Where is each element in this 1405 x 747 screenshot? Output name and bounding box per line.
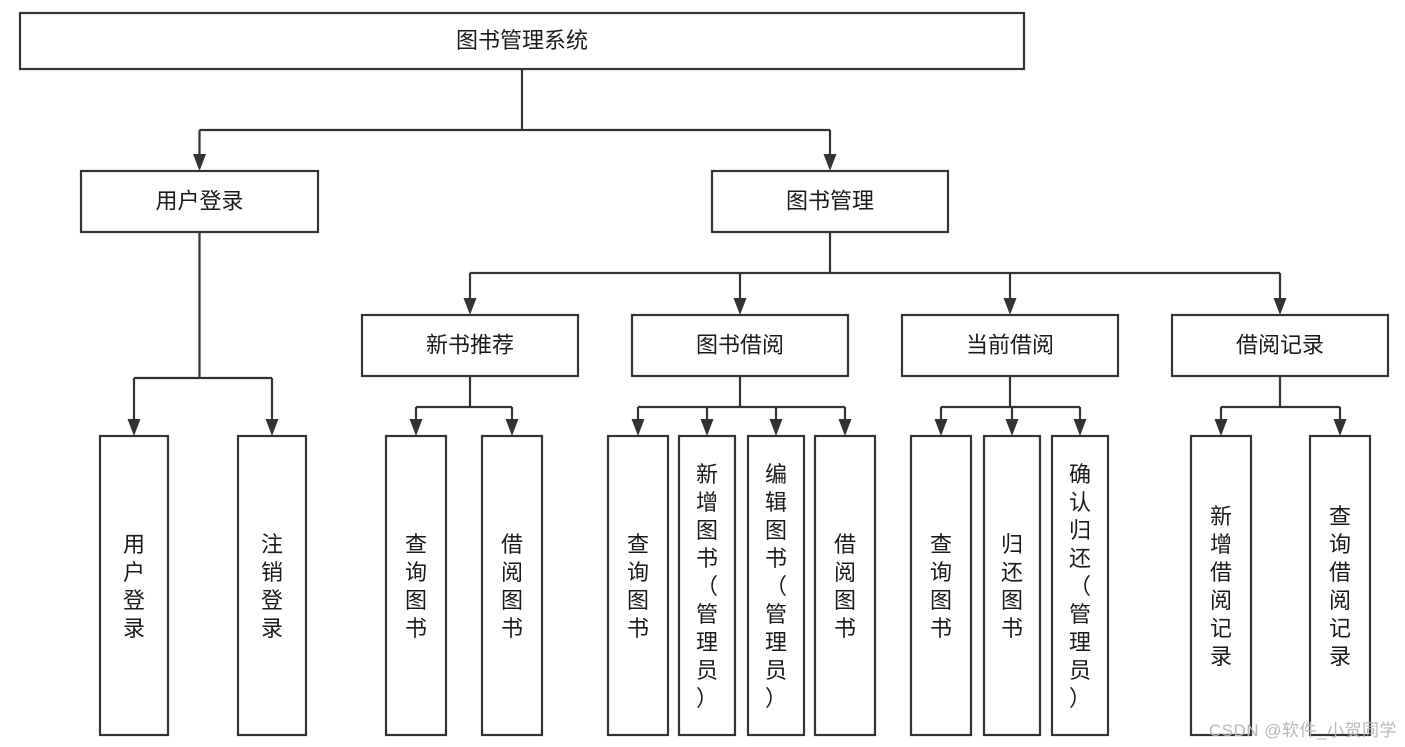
- node-label: 确认归还（管理员）: [1069, 462, 1091, 711]
- node-label: 归还图书: [1001, 532, 1023, 641]
- node-box: [1189, 434, 1253, 737]
- connector-group: [127, 69, 1347, 436]
- arrow-to-borrow: [733, 273, 747, 315]
- node-label: 查询图书: [930, 532, 952, 641]
- arrow-to-leaf-edit-book: [769, 407, 783, 436]
- node-box: [384, 434, 448, 737]
- arrow-to-leaf-query-book-3: [934, 407, 948, 436]
- node-leaf-add-record[interactable]: 新增借阅记录: [1189, 434, 1253, 737]
- arrow-to-newbook: [463, 273, 477, 315]
- arrow-to-records: [1273, 273, 1287, 315]
- node-box: [606, 434, 670, 737]
- node-leaf-user-login[interactable]: 用户登录: [98, 434, 170, 737]
- node-box: [710, 169, 950, 234]
- node-leaf-borrow-book-1[interactable]: 借阅图书: [480, 434, 544, 737]
- node-label: 图书管理: [786, 188, 874, 213]
- arrow-to-leaf-query-book-2: [631, 407, 645, 436]
- node-label: 借阅图书: [834, 532, 856, 641]
- arrow-to-leaf-query-book-1: [409, 407, 423, 436]
- node-leaf-edit-book[interactable]: 编辑图书（管理员）: [746, 434, 806, 737]
- node-box: [630, 313, 850, 378]
- connector-records: [1214, 376, 1347, 436]
- node-label: 用户登录: [123, 532, 145, 641]
- arrow-to-leaf-add-book: [700, 407, 714, 436]
- node-leaf-query-book-3[interactable]: 查询图书: [909, 434, 973, 737]
- node-label: 编辑图书（管理员）: [765, 462, 787, 711]
- node-box: [900, 313, 1120, 378]
- node-box: [1170, 313, 1390, 378]
- node-bookmgmt[interactable]: 图书管理: [710, 169, 950, 234]
- node-label: 新增图书（管理员）: [696, 462, 718, 711]
- node-label: 注销登录: [261, 532, 283, 641]
- node-label: 查询图书: [627, 532, 649, 641]
- node-box: [1308, 434, 1372, 737]
- connector-borrow: [631, 376, 852, 436]
- node-label: 新增借阅记录: [1210, 504, 1232, 669]
- arrow-to-leaf-borrow-book-1: [505, 407, 519, 436]
- node-box: [909, 434, 973, 737]
- node-login[interactable]: 用户登录: [79, 169, 320, 234]
- node-label: 当前借阅: [966, 332, 1054, 357]
- connector-bookmgmt: [463, 232, 1287, 315]
- node-box: [18, 11, 1026, 71]
- arrow-to-leaf-return-book: [1005, 407, 1019, 436]
- node-leaf-borrow-book-2[interactable]: 借阅图书: [813, 434, 877, 737]
- node-box: [79, 169, 320, 234]
- node-box: [746, 434, 806, 737]
- node-label: 查询图书: [405, 532, 427, 641]
- arrow-to-leaf-borrow-book-2: [838, 407, 852, 436]
- node-box: [98, 434, 170, 737]
- arrow-to-leaf-user-logout: [265, 378, 279, 436]
- node-box: [1050, 434, 1110, 737]
- node-box: [360, 313, 580, 378]
- node-label: 用户登录: [155, 188, 243, 213]
- node-current[interactable]: 当前借阅: [900, 313, 1120, 378]
- arrow-to-leaf-add-record: [1214, 407, 1228, 436]
- arrow-to-bookmgmt: [823, 130, 837, 171]
- node-box: [480, 434, 544, 737]
- node-leaf-user-logout[interactable]: 注销登录: [236, 434, 308, 737]
- arrow-to-leaf-user-login: [127, 378, 141, 436]
- connector-current: [934, 376, 1087, 436]
- node-label: 借阅记录: [1236, 332, 1324, 357]
- connector-newbook: [409, 376, 519, 436]
- arrow-to-leaf-query-record: [1333, 407, 1347, 436]
- node-records[interactable]: 借阅记录: [1170, 313, 1390, 378]
- connector-login: [127, 232, 279, 436]
- node-label: 图书管理系统: [456, 28, 588, 53]
- node-box: [982, 434, 1042, 737]
- node-leaf-confirm-return[interactable]: 确认归还（管理员）: [1050, 434, 1110, 737]
- node-newbook[interactable]: 新书推荐: [360, 313, 580, 378]
- node-box: [236, 434, 308, 737]
- connector-root: [193, 69, 837, 171]
- node-leaf-query-book-2[interactable]: 查询图书: [606, 434, 670, 737]
- node-label: 借阅图书: [501, 532, 523, 641]
- node-group: 图书管理系统用户登录图书管理新书推荐图书借阅当前借阅借阅记录用户登录注销登录查询…: [18, 11, 1390, 737]
- node-label: 图书借阅: [696, 332, 784, 357]
- node-leaf-query-book-1[interactable]: 查询图书: [384, 434, 448, 737]
- node-root[interactable]: 图书管理系统: [18, 11, 1026, 71]
- node-box: [677, 434, 737, 737]
- node-label: 查询借阅记录: [1329, 504, 1351, 669]
- arrow-to-leaf-confirm-return: [1073, 407, 1087, 436]
- arrow-to-login: [193, 130, 206, 171]
- arrow-to-current: [1003, 273, 1017, 315]
- node-leaf-add-book[interactable]: 新增图书（管理员）: [677, 434, 737, 737]
- node-borrow[interactable]: 图书借阅: [630, 313, 850, 378]
- node-leaf-query-record[interactable]: 查询借阅记录: [1308, 434, 1372, 737]
- node-box: [813, 434, 877, 737]
- node-leaf-return-book[interactable]: 归还图书: [982, 434, 1042, 737]
- node-label: 新书推荐: [426, 332, 514, 357]
